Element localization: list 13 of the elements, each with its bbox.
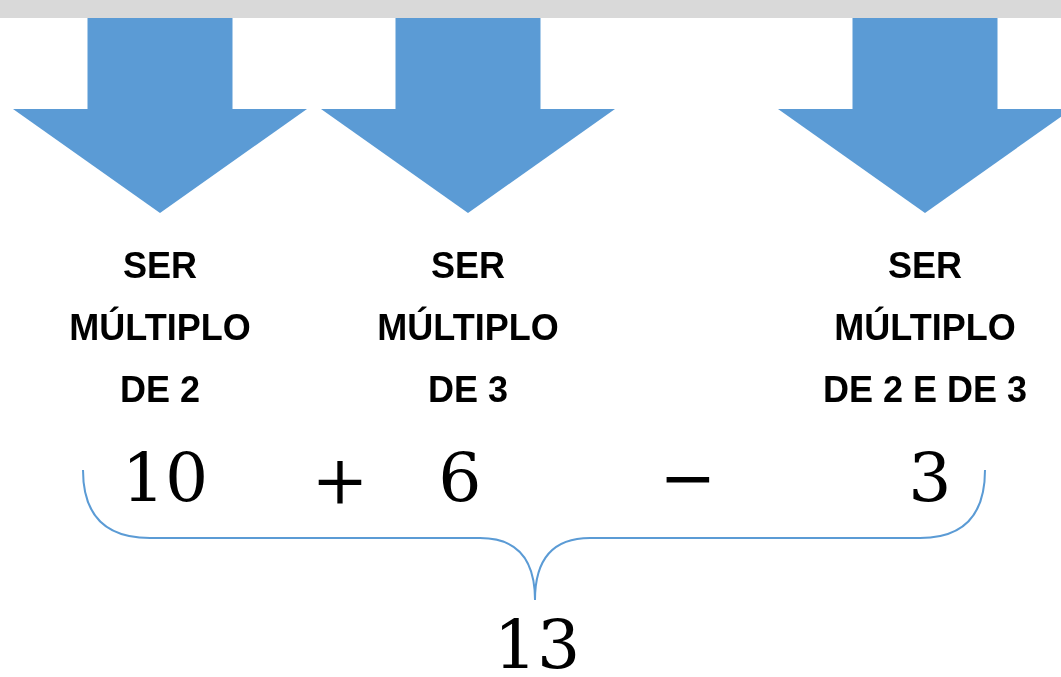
text-label: SER MÚLTIPLO DE 2 E DE 3 (810, 213, 1040, 421)
number: 10 (121, 438, 209, 518)
block-arrow (778, 18, 1061, 213)
text-label: SER MÚLTIPLO DE 2 (45, 213, 275, 421)
plus-sign: + (311, 440, 369, 520)
number: 13 (493, 605, 581, 677)
number: 6 (438, 438, 482, 518)
block-arrow (321, 18, 615, 213)
text-label: SER MÚLTIPLO DE 3 (353, 213, 583, 421)
header-bar (0, 0, 1061, 18)
minus-sign: − (659, 438, 717, 518)
number: 3 (908, 438, 952, 518)
block-arrow (13, 18, 307, 213)
